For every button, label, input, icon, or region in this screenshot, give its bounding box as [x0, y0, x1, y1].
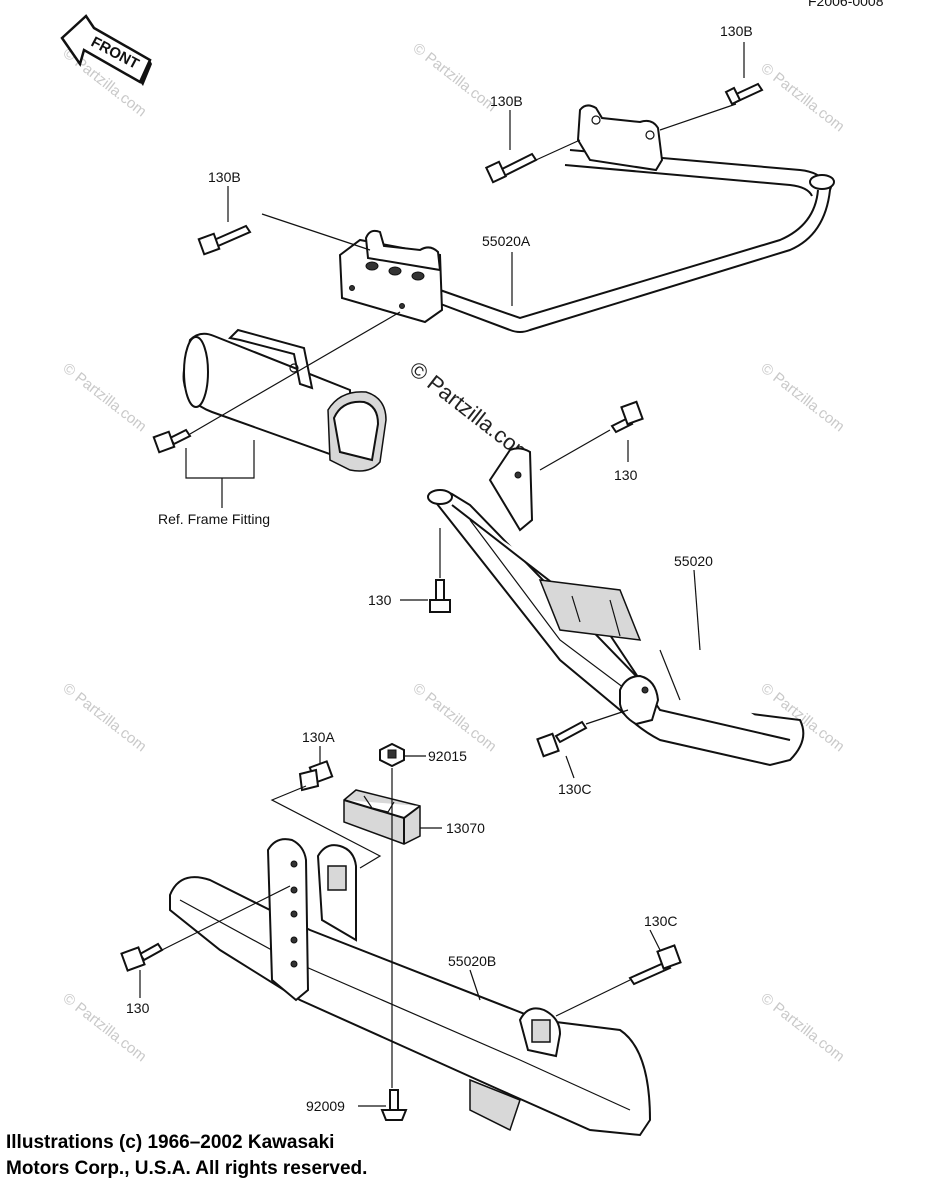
watermark: © Partzilla.com — [758, 360, 848, 436]
copyright-line-1: Illustrations (c) 1966–2002 Kawasaki — [6, 1132, 335, 1153]
leader-line — [555, 979, 631, 1017]
callout-130b: 130B — [490, 93, 523, 109]
guard-55020 — [427, 447, 805, 767]
bolt-130b-left-icon — [197, 224, 252, 256]
screw-92009-icon — [380, 1089, 408, 1121]
callout-55020b: 55020B — [448, 953, 496, 969]
callout-130: 130 — [368, 592, 392, 608]
leader-line — [270, 785, 382, 869]
bolt-130a-icon — [298, 760, 334, 792]
watermark: © Partzilla.com — [758, 990, 848, 1066]
callout-130c: 130C — [644, 913, 677, 929]
callout-130b: 130B — [208, 169, 241, 185]
leader-line — [261, 213, 371, 251]
bolt-130b-right-icon — [724, 82, 764, 106]
leader-line — [189, 311, 401, 435]
callout-ref-frame-fitting: Ref. Frame Fitting — [158, 511, 270, 527]
callout-92015: 92015 — [428, 748, 467, 764]
guard-55020b — [169, 838, 652, 1137]
leader-line — [161, 885, 291, 951]
watermark: © Partzilla.com — [410, 40, 500, 116]
leader-line — [539, 429, 611, 471]
callout-130: 130 — [126, 1000, 150, 1016]
callout-13070: 13070 — [446, 820, 485, 836]
diagram-code: F2006-0008 — [808, 0, 884, 9]
watermark: © Partzilla.com — [60, 680, 150, 756]
leader-line — [659, 103, 737, 131]
callout-92009: 92009 — [306, 1098, 345, 1114]
watermark: © Partzilla.com — [410, 680, 500, 756]
block-13070-icon — [343, 789, 421, 845]
watermark: © Partzilla.com — [758, 60, 848, 136]
callout-130: 130 — [614, 467, 638, 483]
nut-92015-icon — [379, 742, 405, 768]
callout-55020a: 55020A — [482, 233, 531, 249]
leader-line — [535, 139, 581, 161]
callout-130b: 130B — [720, 23, 753, 39]
leader-line — [185, 440, 255, 479]
guard-55020a — [338, 104, 835, 333]
leader-line — [469, 969, 481, 1001]
bolt-130-lower-icon — [120, 942, 164, 972]
bolt-130b-mid-icon — [484, 152, 538, 184]
leader-line — [565, 755, 575, 779]
frame-fitting-illustration — [182, 328, 387, 472]
frame-fitting-bolt-icon — [152, 428, 192, 454]
bolt-130-upper-icon — [610, 400, 644, 434]
leader-line — [585, 709, 629, 725]
callout-130a: 130A — [302, 729, 335, 745]
bolt-130c-lower-icon — [628, 944, 682, 986]
copyright-line-2: Motors Corp., U.S.A. All rights reserved… — [6, 1158, 368, 1179]
callout-55020: 55020 — [674, 553, 713, 569]
leader-line — [693, 569, 701, 651]
leader-line — [649, 929, 661, 951]
bolt-130c-upper-icon — [536, 720, 588, 758]
callout-130c: 130C — [558, 781, 591, 797]
watermark: © Partzilla.com — [60, 360, 150, 436]
bolt-130-left-icon — [429, 579, 451, 613]
